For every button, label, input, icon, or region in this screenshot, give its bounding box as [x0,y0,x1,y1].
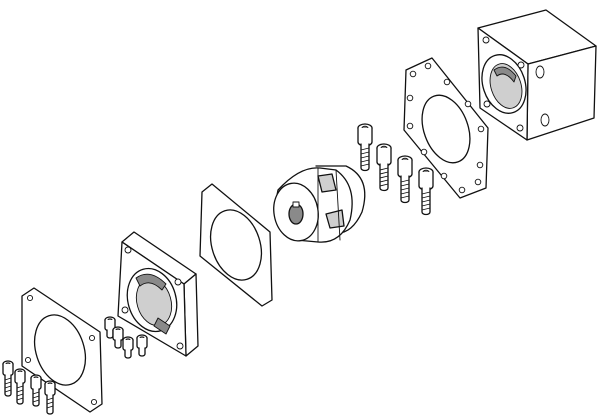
screw-front-2 [14,368,26,405]
screw-small-4 [136,334,148,357]
screw-large-2 [376,143,392,192]
screw-small-3 [122,336,134,359]
mounting-screws-front [2,360,56,415]
adapter-plate [117,231,199,357]
screw-front-4 [44,380,56,415]
screw-front-3 [30,374,42,407]
intermediate-gasket [199,183,273,307]
front-gasket [21,287,103,413]
screw-large-1 [357,123,373,172]
coupling-screws-large [357,123,434,216]
screw-large-4 [418,167,434,216]
screw-small-2 [112,326,124,349]
screw-small-1 [104,316,116,339]
motor-flange-housing [477,9,597,141]
flange-gasket-large [403,57,489,199]
screw-large-3 [397,155,413,204]
adapter-screws-small [104,316,148,359]
screw-front-1 [2,360,14,397]
jaw-coupling [273,165,366,243]
